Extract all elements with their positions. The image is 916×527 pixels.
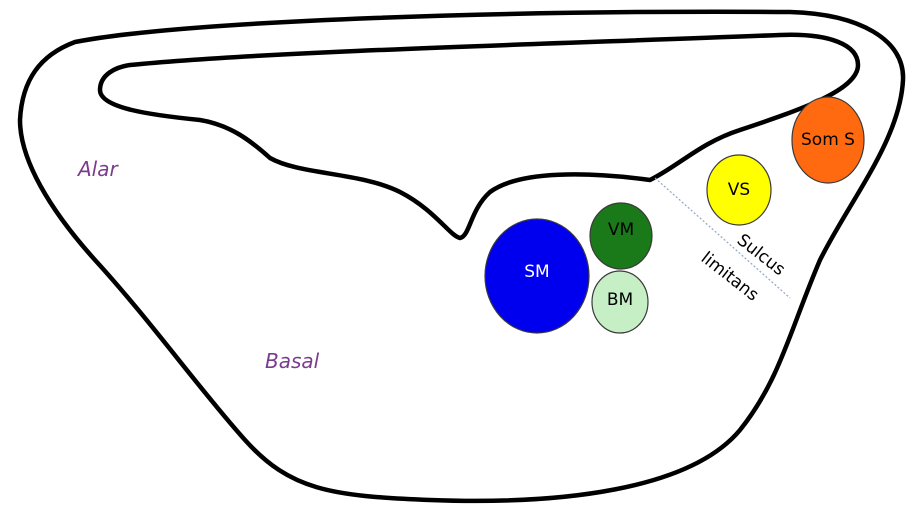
svg-text:SM: SM bbox=[524, 262, 549, 282]
svg-text:BM: BM bbox=[607, 290, 633, 310]
nucleus-vm: VM bbox=[589, 202, 653, 270]
nucleus-som-s: Som S bbox=[791, 96, 865, 184]
alar-label: Alar bbox=[76, 157, 119, 181]
basal-label: Basal bbox=[265, 349, 320, 373]
svg-text:VM: VM bbox=[608, 220, 634, 240]
nucleus-bm: BM bbox=[591, 270, 649, 334]
outer-tissue-outline bbox=[17, 9, 906, 504]
ventricle-outline bbox=[97, 32, 861, 241]
svg-text:VS: VS bbox=[728, 180, 750, 200]
nucleus-vs: VS bbox=[706, 154, 772, 226]
nucleus-sm: SM bbox=[484, 218, 590, 334]
svg-text:Som S: Som S bbox=[801, 130, 855, 150]
